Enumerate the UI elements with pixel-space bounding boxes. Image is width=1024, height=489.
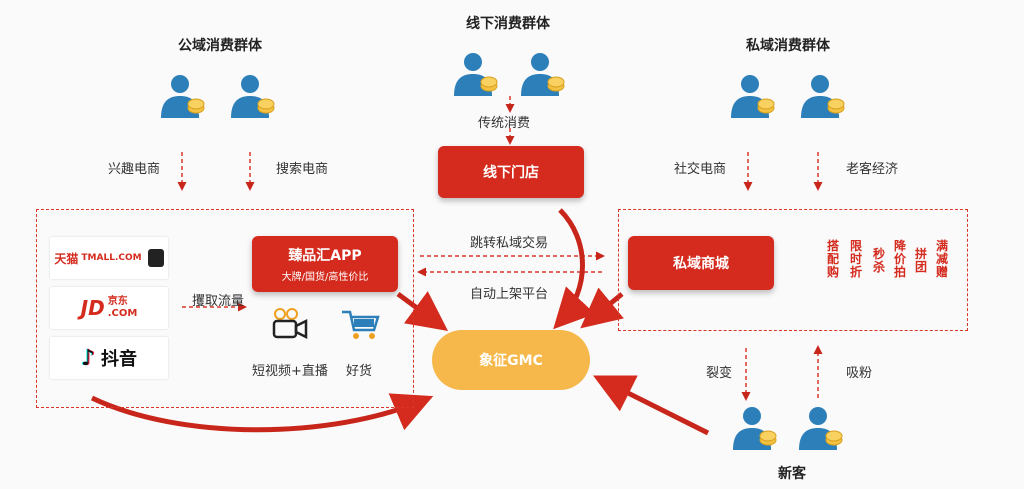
tmall-cat-icon (147, 249, 164, 267)
offline-store-node: 线下门店 (438, 146, 584, 198)
new-customer-title: 新客 (778, 466, 806, 482)
public-person-1-icon (160, 74, 205, 119)
private-person-2-icon (800, 74, 845, 119)
public-platform-region (36, 209, 414, 408)
private-domain-region (618, 209, 968, 331)
new-person-1-icon (732, 406, 777, 451)
promo-price-drop: 降价拍 (893, 239, 906, 279)
app-node: 臻品汇APP 大牌/国货/高性价比 (252, 236, 398, 292)
public-person-2-icon (230, 74, 275, 119)
offline-person-2-icon (520, 52, 565, 97)
douyin-logo: ♪ 抖音 (50, 337, 168, 379)
promo-bundle: 搭配购 (826, 239, 839, 279)
shopping-cart-icon (340, 308, 382, 342)
offline-person-1-icon (453, 52, 498, 97)
search-ecommerce-label: 搜索电商 (276, 162, 329, 177)
acquire-traffic-label: 攫取流量 (192, 294, 245, 309)
good-goods-label: 好货 (346, 364, 373, 379)
social-ecommerce-label: 社交电商 (674, 162, 727, 177)
gmc-node: 象征GMC (432, 330, 590, 390)
video-camera-icon (270, 306, 310, 342)
traditional-consumption-label: 传统消费 (478, 116, 531, 131)
private-person-1-icon (730, 74, 775, 119)
old-customer-label: 老客经济 (846, 162, 899, 177)
new-person-2-icon (798, 406, 843, 451)
jump-private-label: 跳转私域交易 (470, 236, 549, 251)
private-mall-node: 私域商城 (628, 236, 774, 290)
promo-full-reduction: 满减赠 (935, 239, 948, 279)
interest-ecommerce-label: 兴趣电商 (108, 162, 161, 177)
auto-list-label: 自动上架平台 (470, 287, 549, 302)
attract-label: 吸粉 (846, 366, 873, 381)
offline-group-title: 线下消费群体 (466, 16, 550, 32)
tmall-logo: 天猫 TMALL.COM (50, 237, 168, 279)
promo-flash-discount: 限时折 (849, 239, 862, 279)
fission-label: 裂变 (706, 366, 733, 381)
douyin-note-icon: ♪ (80, 345, 96, 371)
public-group-title: 公域消费群体 (178, 38, 262, 54)
promo-group-buy: 拼团 (914, 247, 927, 274)
promo-seckill: 秒杀 (872, 247, 885, 274)
jd-logo: JD 京东 .COM (50, 287, 168, 329)
short-video-label: 短视频+直播 (252, 364, 328, 379)
private-group-title: 私域消费群体 (746, 38, 830, 54)
